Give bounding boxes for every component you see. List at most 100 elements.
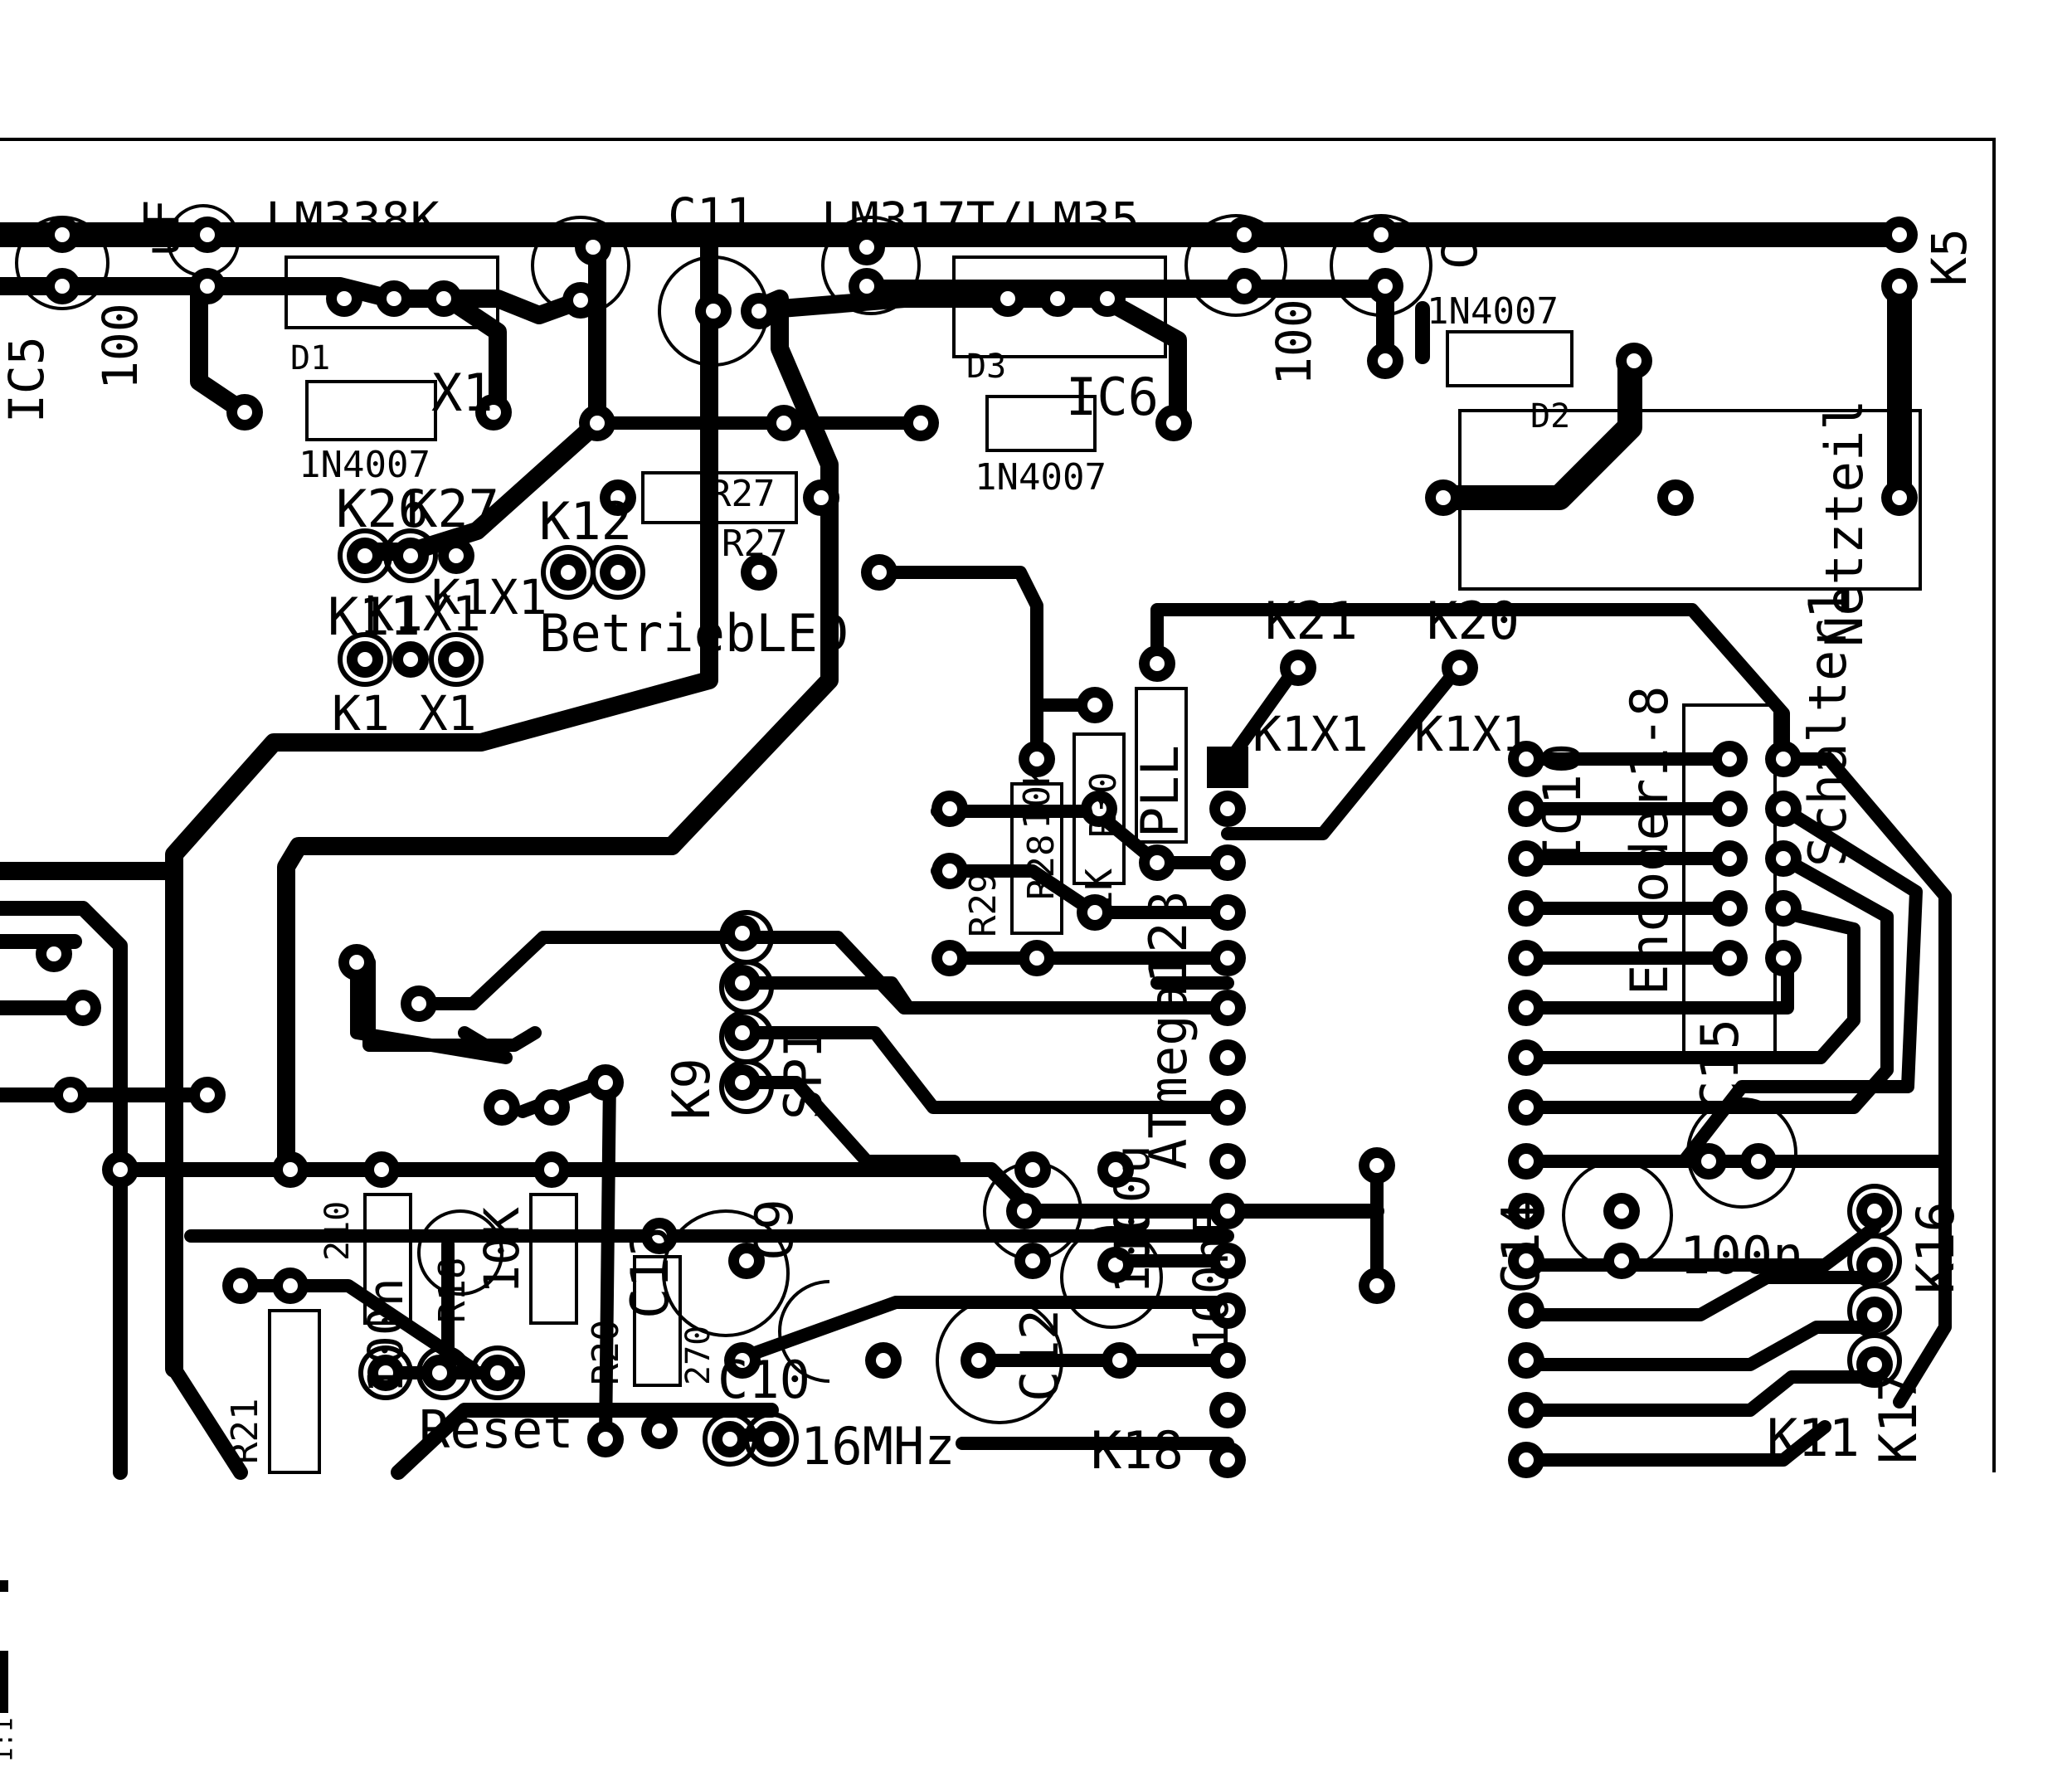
label-k5: K5 <box>1921 228 1977 286</box>
pad-hole <box>1519 901 1534 916</box>
pad-hole <box>1100 291 1115 306</box>
pad-hole <box>706 304 721 319</box>
pad-hole <box>1220 1452 1235 1467</box>
pad-hole <box>1220 905 1235 920</box>
pad-hole <box>490 1365 505 1380</box>
pad-hole <box>1751 1154 1766 1169</box>
pad-hole <box>1668 490 1683 505</box>
label-reset: Reset <box>419 1399 574 1460</box>
pad-hole <box>1050 291 1065 306</box>
pad-hole <box>449 548 464 563</box>
pad-hole <box>1776 801 1791 816</box>
silkscreen-labels: IC5 100 uF LM338K C11 LM317T/LM35 C 100 … <box>0 187 1977 1481</box>
pad-hole <box>1722 951 1737 966</box>
label-k9: K9 <box>661 1058 722 1120</box>
label-r21: R21 <box>224 1399 266 1464</box>
pad-hole <box>814 490 829 505</box>
pad-hole <box>1220 1253 1235 1268</box>
pad-hole <box>1112 1353 1127 1368</box>
pad-hole <box>1867 1357 1882 1372</box>
pad-hole <box>942 801 957 816</box>
label-c13: C13 <box>620 1226 680 1319</box>
copper-traces <box>0 222 1952 1480</box>
pad-hole <box>942 864 957 878</box>
pad-hole <box>1092 801 1107 816</box>
pad-hole <box>1017 1204 1032 1219</box>
label-r28: R28 <box>1020 834 1063 900</box>
pad-hole <box>1519 951 1534 966</box>
label-16mhz: 16MHz <box>800 1416 956 1477</box>
pad-hole <box>1519 1154 1534 1169</box>
label-c11: C11 <box>668 187 755 244</box>
pad-hole <box>1237 227 1252 242</box>
pad-hole <box>1150 656 1165 671</box>
pad-hole <box>722 1432 737 1447</box>
label-atmega: ATmega128 <box>1138 891 1199 1170</box>
label-k18: K18 <box>1091 1420 1184 1481</box>
pad-hole <box>449 652 464 667</box>
pad-hole <box>1025 1253 1040 1268</box>
silkscreen <box>15 204 1922 1474</box>
pad-hole <box>378 1365 393 1380</box>
pad-hole <box>776 416 791 431</box>
pad-hole <box>1519 1403 1534 1418</box>
label-c15: C15 <box>1690 1019 1750 1112</box>
label-100-right: 100 <box>1266 299 1322 386</box>
label-reg2: LM317T/LM35 <box>821 192 1140 248</box>
pad-hole <box>349 955 364 970</box>
pad-hole <box>1000 291 1015 306</box>
label-uf-top: uF <box>134 199 190 257</box>
pad-hole <box>544 1162 559 1177</box>
label-x1-a: X1 <box>431 362 494 423</box>
pad-hole <box>1220 801 1235 816</box>
label-k27: K27 <box>406 479 499 539</box>
pad-hole <box>1722 752 1737 766</box>
label-100nf: 100nF <box>1183 1207 1239 1352</box>
pad-hole <box>1776 951 1791 966</box>
pad-hole <box>590 416 605 431</box>
label-k1x1-c: K1X1 <box>1252 706 1369 762</box>
pad-hole <box>1519 1050 1534 1065</box>
pad-hole <box>598 1432 613 1447</box>
pad-hole <box>403 652 418 667</box>
label-k11b: K11 <box>1767 1408 1860 1468</box>
pad-hole <box>1519 851 1534 866</box>
scale-mark-top <box>0 1580 8 1592</box>
label-1k: 1K <box>1078 869 1121 912</box>
pad-hole <box>1892 227 1907 242</box>
pad-hole <box>46 946 61 961</box>
pad-hole <box>1519 1253 1534 1268</box>
label-cap-100: 100 <box>1104 1207 1160 1294</box>
label-c9: C9 <box>744 1199 805 1261</box>
pad-hole <box>1776 851 1791 866</box>
label-encoder: Encoder1-8 <box>1619 686 1680 995</box>
label-k1x1-d: K1X1 <box>1414 706 1530 762</box>
label-k11: K11 <box>328 586 421 647</box>
pad-hole <box>283 1162 298 1177</box>
pad-hole <box>1369 1278 1384 1293</box>
pad-hole <box>1220 1100 1235 1115</box>
pad-hole <box>1722 851 1737 866</box>
pad-hole <box>1519 752 1534 766</box>
label-k21: K21 <box>1265 591 1358 651</box>
pad-ring <box>338 528 392 583</box>
label-c-top-right: C <box>1432 241 1488 270</box>
label-schalter: Schalter1 <box>1797 588 1858 867</box>
pad-hole <box>486 405 501 420</box>
label-100n-left: 100n <box>357 1277 414 1394</box>
pad-hole <box>1867 1204 1882 1219</box>
pad-hole <box>55 227 70 242</box>
pad-hole <box>436 291 451 306</box>
pad-hole <box>1220 855 1235 870</box>
pad-hole <box>913 416 928 431</box>
pad-hole <box>652 1423 667 1438</box>
label-r27-a: R27 <box>709 473 775 515</box>
pad-hole <box>1519 1100 1534 1115</box>
pad-hole <box>735 1025 750 1040</box>
pad-ring <box>383 528 438 583</box>
scale-mark-bottom <box>0 1651 8 1713</box>
label-k17: K17 <box>1868 1371 1929 1464</box>
pad-hole <box>1220 1204 1235 1219</box>
pad-hole <box>63 1087 78 1102</box>
label-ic10: IC10 <box>1532 743 1593 867</box>
